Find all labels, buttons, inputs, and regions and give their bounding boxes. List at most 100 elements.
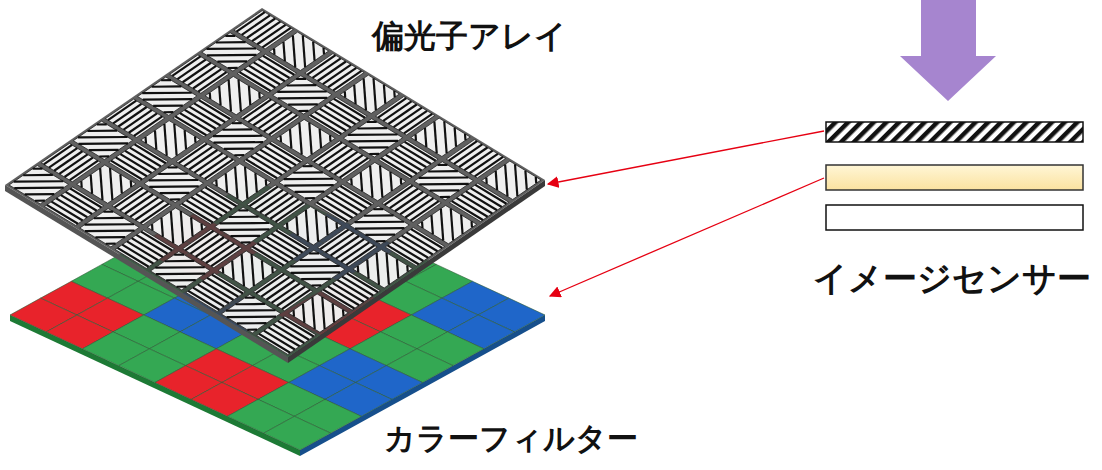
polarizer-stripe xyxy=(316,210,318,242)
part-label: イメージセンサー xyxy=(813,259,1091,298)
polarizer-stripe xyxy=(85,230,135,233)
polarizer-cell xyxy=(257,316,316,354)
polarizer-stripe xyxy=(239,80,241,112)
polarizer-stripe xyxy=(85,223,134,226)
polarizer-stripe xyxy=(237,322,267,324)
polarizer-stripe xyxy=(357,266,360,272)
polarizer-stripe xyxy=(151,224,154,230)
polarizer-stripe xyxy=(200,224,203,230)
polarizer-stripe xyxy=(419,183,469,186)
polarizer-stripe xyxy=(241,241,251,243)
polarizer-stripe xyxy=(271,267,274,273)
polarizer-stripe xyxy=(322,297,324,329)
polarizer-stripe xyxy=(451,209,453,241)
polarizer-stripe xyxy=(252,254,254,286)
part-label-text: 偏光子アレイ xyxy=(372,17,567,55)
polarizer-stripe xyxy=(406,265,409,271)
polarizer-stripe xyxy=(311,284,321,286)
polarizer-stripe xyxy=(320,129,321,148)
polarizer-stripe xyxy=(91,175,92,194)
polarizer-stripe xyxy=(421,222,424,228)
polarizer-stripe xyxy=(296,216,297,235)
polarizer-stripe xyxy=(359,146,389,148)
polarizer-stripe xyxy=(303,165,313,167)
polarizer-stripe xyxy=(440,196,450,198)
polarizer-stripe xyxy=(229,216,259,218)
polarizer-stripe xyxy=(361,172,362,191)
polarizer-stripe xyxy=(255,173,256,192)
polarizer-stripe xyxy=(229,80,231,112)
part-label-text: カラーフィルター xyxy=(384,420,638,456)
polarizer-stripe xyxy=(262,260,263,279)
polarizer-stripe xyxy=(171,211,173,243)
leader-line xyxy=(550,178,824,296)
polarizer-stripe xyxy=(326,216,327,235)
polarizer-stripe xyxy=(160,192,190,194)
polarizer-stripe xyxy=(342,310,345,316)
polarizer-stripe xyxy=(414,134,417,140)
polarizer-stripe xyxy=(344,91,347,97)
polarizer-stripe xyxy=(144,137,147,143)
light-arrow xyxy=(900,0,996,101)
polarizer-stripe xyxy=(284,178,334,181)
polarizer-stripe xyxy=(209,93,212,99)
polarizer-stripe xyxy=(300,259,330,261)
polarizer-cell-ground xyxy=(257,316,316,354)
polarizer-stripe xyxy=(99,155,109,157)
polarizer-edge xyxy=(288,180,545,363)
polarizer-stripe xyxy=(364,214,394,216)
polarizer-stripe xyxy=(100,168,102,200)
polarizer-stripe xyxy=(441,209,443,241)
polarizer-stripe xyxy=(245,167,247,199)
polarizer-stripe xyxy=(89,149,119,151)
polarizer-stripe xyxy=(367,121,377,123)
polarizer-stripe xyxy=(234,154,244,156)
polarizer-stripe xyxy=(235,167,237,199)
polarizer-stripe xyxy=(419,176,469,179)
polarizer-stripe xyxy=(348,140,398,143)
filter-pixel xyxy=(264,416,331,450)
polarizer-stripe xyxy=(461,215,462,234)
polarizer-stripe xyxy=(130,181,133,187)
polarizer-stripe xyxy=(217,60,247,62)
polarizer-stripe xyxy=(515,164,517,196)
polarizer-stripe xyxy=(464,134,467,140)
polarizer-stripe xyxy=(35,200,45,202)
polarizer-stripe xyxy=(377,253,379,285)
polarizer-stripe xyxy=(238,209,248,211)
polarizer-edge xyxy=(5,185,288,363)
polarizer-stripe xyxy=(110,168,112,200)
polarizer-stripe xyxy=(97,123,107,125)
polarizer-stripe xyxy=(354,85,355,104)
polarizer-stripe xyxy=(25,193,55,195)
polarizer-stripe xyxy=(188,291,219,310)
polarizer-stripe xyxy=(288,103,318,105)
polarizer-stripe xyxy=(335,222,338,228)
polarizer-stripe xyxy=(306,210,308,242)
polarizer-stripe xyxy=(95,236,125,238)
polarizer-stripe xyxy=(222,267,225,273)
polarizer-stripe xyxy=(305,197,315,199)
polarizer-stripe xyxy=(295,191,325,193)
polarizer-stripe xyxy=(393,91,396,97)
polarizer-stripe xyxy=(47,205,78,224)
part-label: カラーフィルター xyxy=(384,421,638,457)
polarizer-stripe xyxy=(355,221,405,224)
polarizer-stripe xyxy=(277,90,327,93)
polarizer-stripe xyxy=(185,130,186,149)
polarizer-stripe xyxy=(373,208,383,210)
sensor-layer-bar xyxy=(826,205,1083,230)
polarizer-stripe xyxy=(225,35,235,37)
polarizer-stripe xyxy=(434,121,436,153)
polarizer-stripe xyxy=(387,253,389,285)
polarizer-layer-bar xyxy=(826,122,1083,142)
polarizer-stripe xyxy=(303,35,305,67)
polarizer-stripe xyxy=(226,316,276,319)
polarizer-stripe xyxy=(370,166,372,198)
polarizer-stripe xyxy=(355,227,405,230)
polarizer-stripe xyxy=(287,84,317,86)
polarizer-stripe xyxy=(155,130,156,149)
polarizer-stripe xyxy=(156,273,206,276)
polarizer-stripe xyxy=(222,128,252,130)
